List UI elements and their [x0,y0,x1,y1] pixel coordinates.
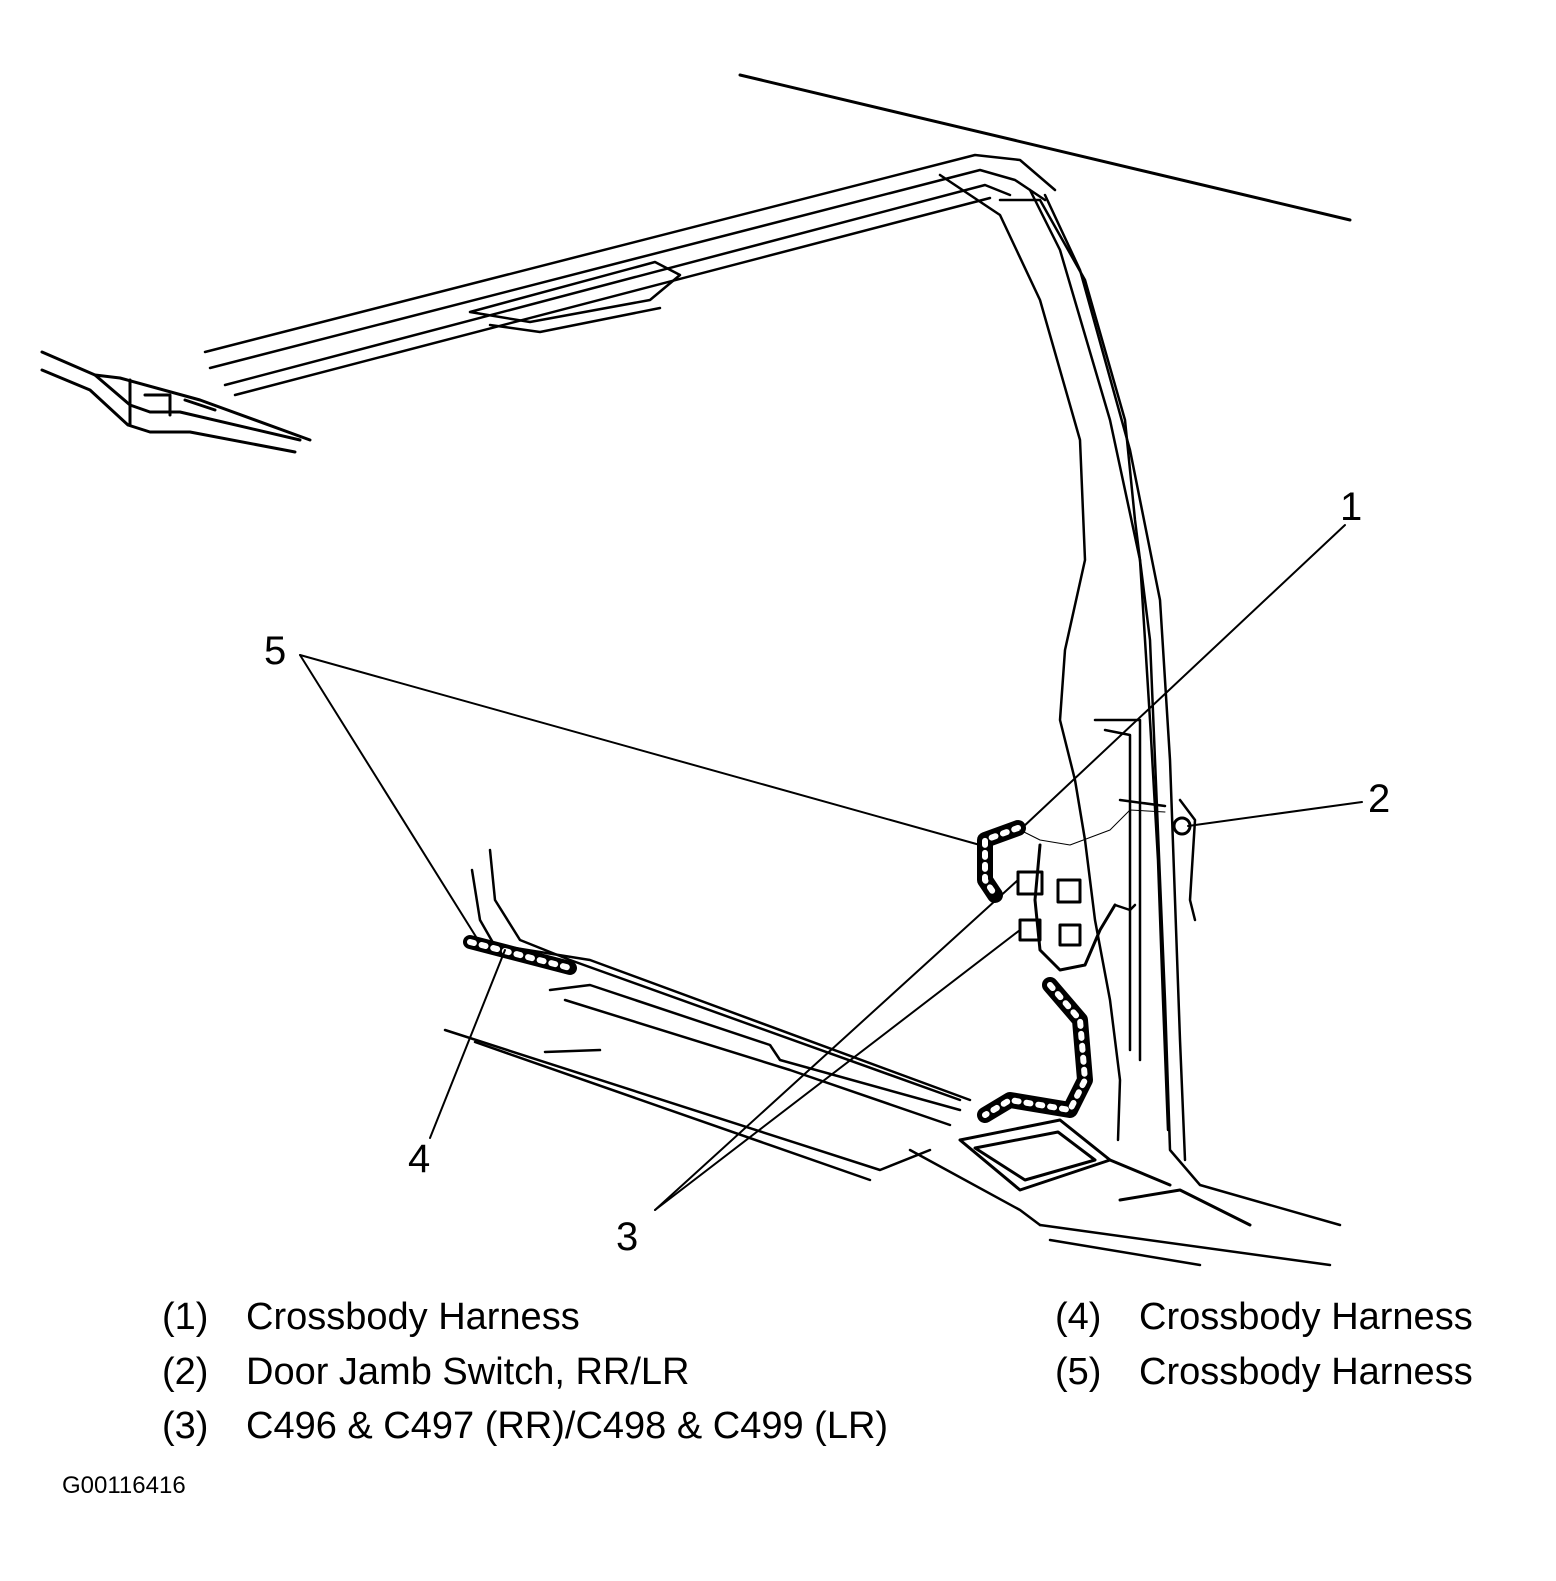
door-sill [443,848,1332,1267]
crossbody-harness-bundle [463,798,1167,1123]
leader-5a [299,654,479,941]
legend-label: Crossbody Harness [1139,1296,1473,1338]
door-frame-top [203,153,1057,397]
leader-lines [299,524,1363,1211]
figure-id: G00116416 [62,1472,186,1499]
legend-label: Crossbody Harness [1139,1351,1473,1393]
legend-num: (2) [162,1351,209,1393]
legend-item-5: (5) Crossbody Harness [1055,1350,1473,1394]
legend-num: (1) [162,1296,209,1338]
leader-5b [299,654,981,846]
legend-label: Door Jamb Switch, RR/LR [246,1351,690,1393]
callout-4: 4 [408,1137,430,1181]
leader-2 [1187,801,1363,827]
connector-c497 [1056,878,1082,904]
leader-4 [429,949,506,1139]
callout-2: 2 [1368,777,1390,821]
connectors [1016,870,1082,947]
leader-1 [1021,524,1346,829]
harness-diagram: 1 2 3 4 5 [40,73,1390,1267]
legend-item-2: (2) Door Jamb Switch, RR/LR [162,1350,689,1394]
dash-bracket [40,350,312,454]
legend-num: (3) [162,1405,209,1447]
leader-3a [654,879,1019,1211]
legend-item-3: (3) C496 & C497 (RR)/C498 & C499 (LR) [162,1404,888,1448]
callout-5: 5 [264,629,286,673]
floor-access-panel [958,1118,1252,1227]
callout-1: 1 [1340,485,1362,529]
legend-num: (5) [1055,1351,1102,1393]
legend-label: Crossbody Harness [246,1296,580,1338]
connector-c499 [1058,923,1082,947]
pillar-outline [938,173,1342,1227]
roof-outline [738,73,1352,222]
legend-item-4: (4) Crossbody Harness [1055,1295,1473,1339]
legend-item-1: (1) Crossbody Harness [162,1295,580,1339]
legend-num: (4) [1055,1296,1102,1338]
connector-c496 [1016,870,1044,896]
callout-3: 3 [616,1215,638,1259]
leader-3b [654,929,1021,1211]
legend-label: C496 & C497 (RR)/C498 & C499 (LR) [246,1405,889,1447]
